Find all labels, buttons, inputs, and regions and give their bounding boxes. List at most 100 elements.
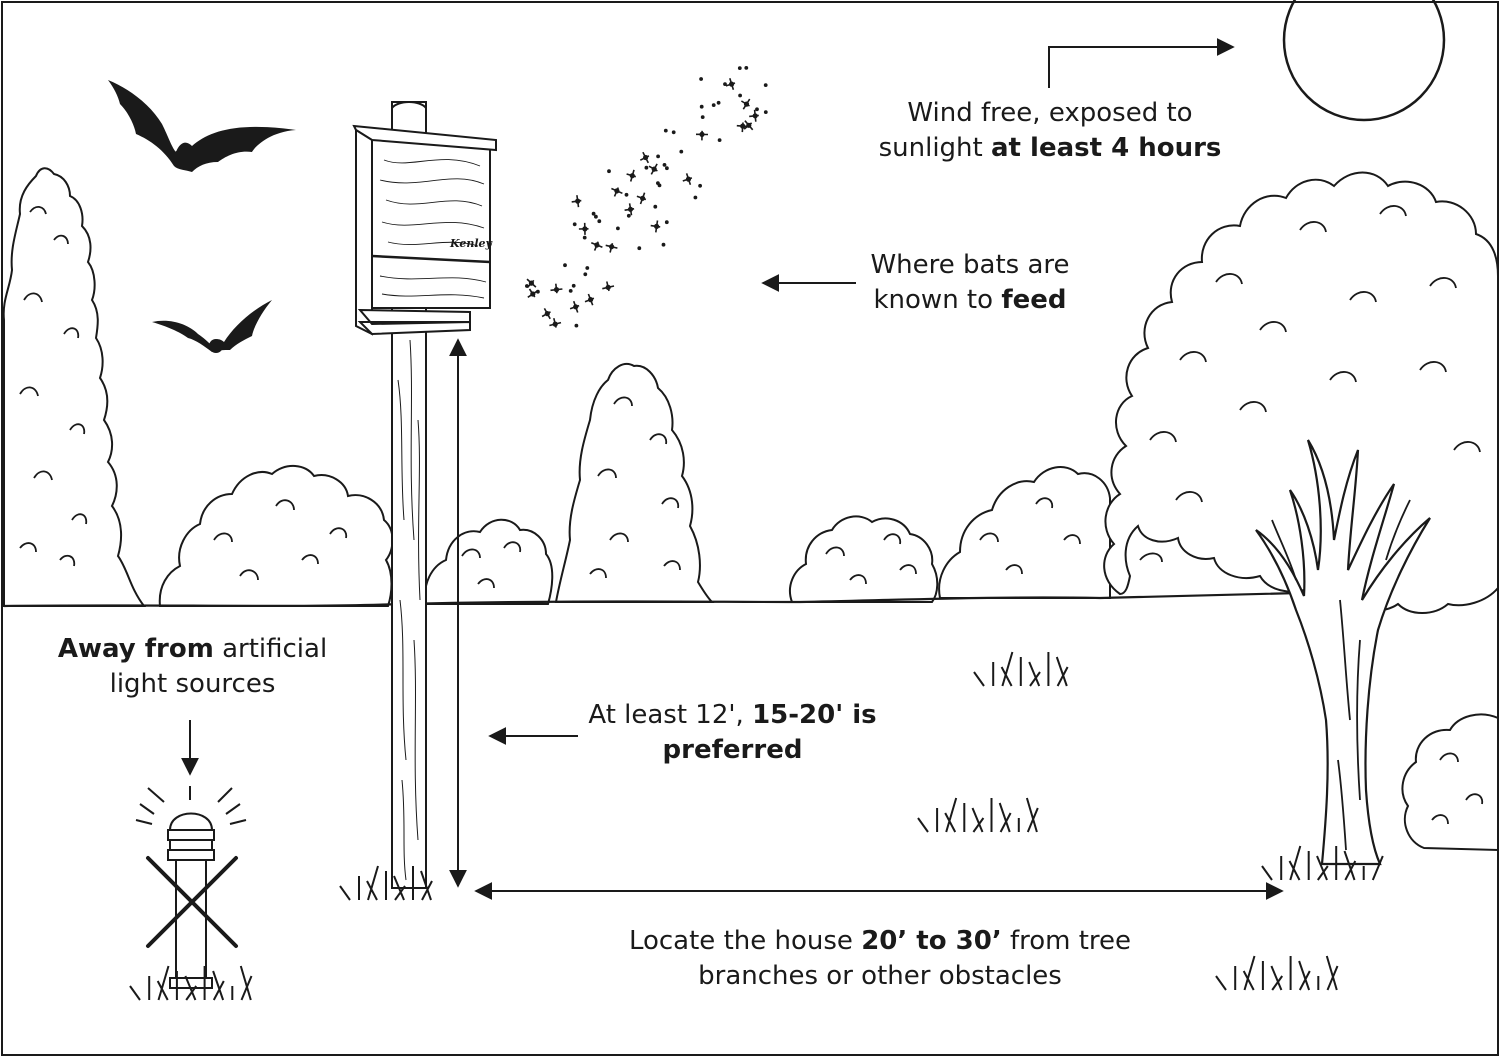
insect-icon — [574, 323, 579, 328]
insect-icon — [616, 226, 620, 231]
insect-icon — [656, 154, 661, 159]
brand-label: Kenley — [449, 237, 493, 250]
distance-label-bold: 20’ to 30’ — [861, 926, 1002, 956]
bush-icon — [158, 465, 394, 607]
bush-icon — [424, 518, 554, 605]
tree-canopy-icon — [1103, 171, 1499, 614]
light-label-line1: artificial — [213, 634, 328, 664]
insect-icon — [663, 128, 668, 133]
feed-label: Where bats are known to feed — [845, 248, 1095, 318]
insect-wing-icon — [602, 281, 615, 292]
insect-icon — [572, 222, 577, 227]
bush-icon — [1401, 713, 1499, 852]
grass-tuft-icon — [339, 865, 433, 901]
insect-wing-icon — [749, 109, 759, 122]
insect-icon — [656, 181, 660, 186]
insect-wing-icon — [650, 220, 661, 233]
insect-icon — [698, 183, 703, 188]
height-label-line1: At least 12', — [588, 700, 753, 730]
insect-icon — [571, 283, 576, 288]
insect-icon — [716, 100, 721, 105]
insect-wing-icon — [526, 278, 537, 289]
insect-icon — [699, 77, 704, 81]
sun-icon — [1282, 0, 1446, 122]
cypress-tree-icon — [554, 362, 715, 603]
sunlight-label-line1: Wind free, exposed to — [907, 98, 1193, 128]
tree-trunk-icon — [1255, 439, 1431, 866]
insect-icon — [744, 66, 749, 70]
insect-icon — [679, 149, 684, 154]
insect-wing-icon — [527, 288, 539, 298]
feed-label-bold: feed — [1001, 285, 1067, 315]
insect-wing-icon — [571, 195, 582, 208]
distance-label-line1: Locate the house — [628, 926, 862, 956]
insect-icon — [624, 192, 629, 197]
insect-icon — [738, 93, 743, 98]
insect-wing-icon — [550, 283, 563, 294]
bush-icon — [938, 466, 1111, 599]
insect-icon — [626, 213, 631, 218]
height-label-line2: preferred — [662, 735, 803, 765]
insect-wing-icon — [605, 243, 618, 253]
insect-icon — [563, 263, 567, 268]
insect-wing-icon — [611, 187, 623, 197]
cypress-tree-icon — [2, 167, 147, 607]
insect-wing-icon — [541, 308, 551, 320]
bat-icon — [108, 80, 296, 172]
insect-icon — [763, 110, 768, 115]
insect-wing-icon — [682, 173, 693, 186]
insect-icon — [665, 166, 669, 171]
insect-wing-icon — [626, 169, 637, 182]
bush-icon — [788, 515, 939, 603]
cross-mark-icon — [146, 856, 238, 948]
insect-wing-icon — [584, 293, 595, 306]
insect-wing-icon — [648, 163, 658, 175]
insect-swarm-icon — [525, 66, 768, 328]
insect-icon — [583, 272, 588, 277]
grass-tuft-icon — [1215, 955, 1339, 991]
insect-icon — [661, 242, 666, 247]
insect-icon — [568, 288, 573, 293]
insect-icon — [582, 235, 587, 240]
insect-wing-icon — [636, 192, 647, 205]
insect-icon — [723, 82, 727, 87]
bat-icon — [152, 300, 272, 353]
insect-icon — [591, 211, 596, 216]
light-label-line2: light sources — [109, 669, 276, 699]
distance-label-line1-end: from tree — [1001, 926, 1132, 956]
insect-wing-icon — [569, 300, 580, 313]
insect-icon — [653, 204, 658, 209]
sunlight-label-line2: sunlight — [878, 133, 991, 163]
height-label: At least 12', 15-20' is preferred — [575, 698, 890, 768]
distance-label: Locate the house 20’ to 30’ from tree br… — [590, 924, 1170, 994]
insect-icon — [717, 138, 722, 143]
insect-wing-icon — [743, 120, 754, 131]
insect-icon — [662, 162, 667, 167]
insect-icon — [644, 165, 649, 170]
insect-icon — [755, 107, 759, 112]
insect-wing-icon — [549, 318, 562, 328]
insect-icon — [711, 103, 716, 108]
feed-label-line2: known to — [873, 285, 1002, 315]
grass-tuft-icon — [129, 965, 253, 1001]
lamp-icon — [135, 786, 247, 989]
insect-icon — [637, 246, 642, 251]
insect-wing-icon — [740, 98, 751, 110]
insect-icon — [763, 83, 768, 88]
tree-detail-icon — [19, 206, 88, 567]
light-label-bold: Away from — [57, 634, 214, 664]
grass-icon — [129, 651, 1384, 1001]
grass-tuft-icon — [917, 797, 1039, 833]
bat-house-icon: Kenley — [352, 124, 497, 336]
insect-icon — [657, 183, 662, 188]
feed-label-line1: Where bats are — [870, 250, 1070, 280]
sunlight-label: Wind free, exposed to sunlight at least … — [860, 96, 1240, 166]
grass-tuft-icon — [973, 651, 1069, 687]
distance-label-line2: branches or other obstacles — [698, 961, 1062, 991]
insect-wing-icon — [639, 151, 650, 164]
insect-wing-icon — [624, 203, 635, 216]
sun-arrow-icon — [1048, 38, 1235, 88]
horizon-line — [3, 586, 1499, 608]
insect-wing-icon — [578, 222, 589, 235]
